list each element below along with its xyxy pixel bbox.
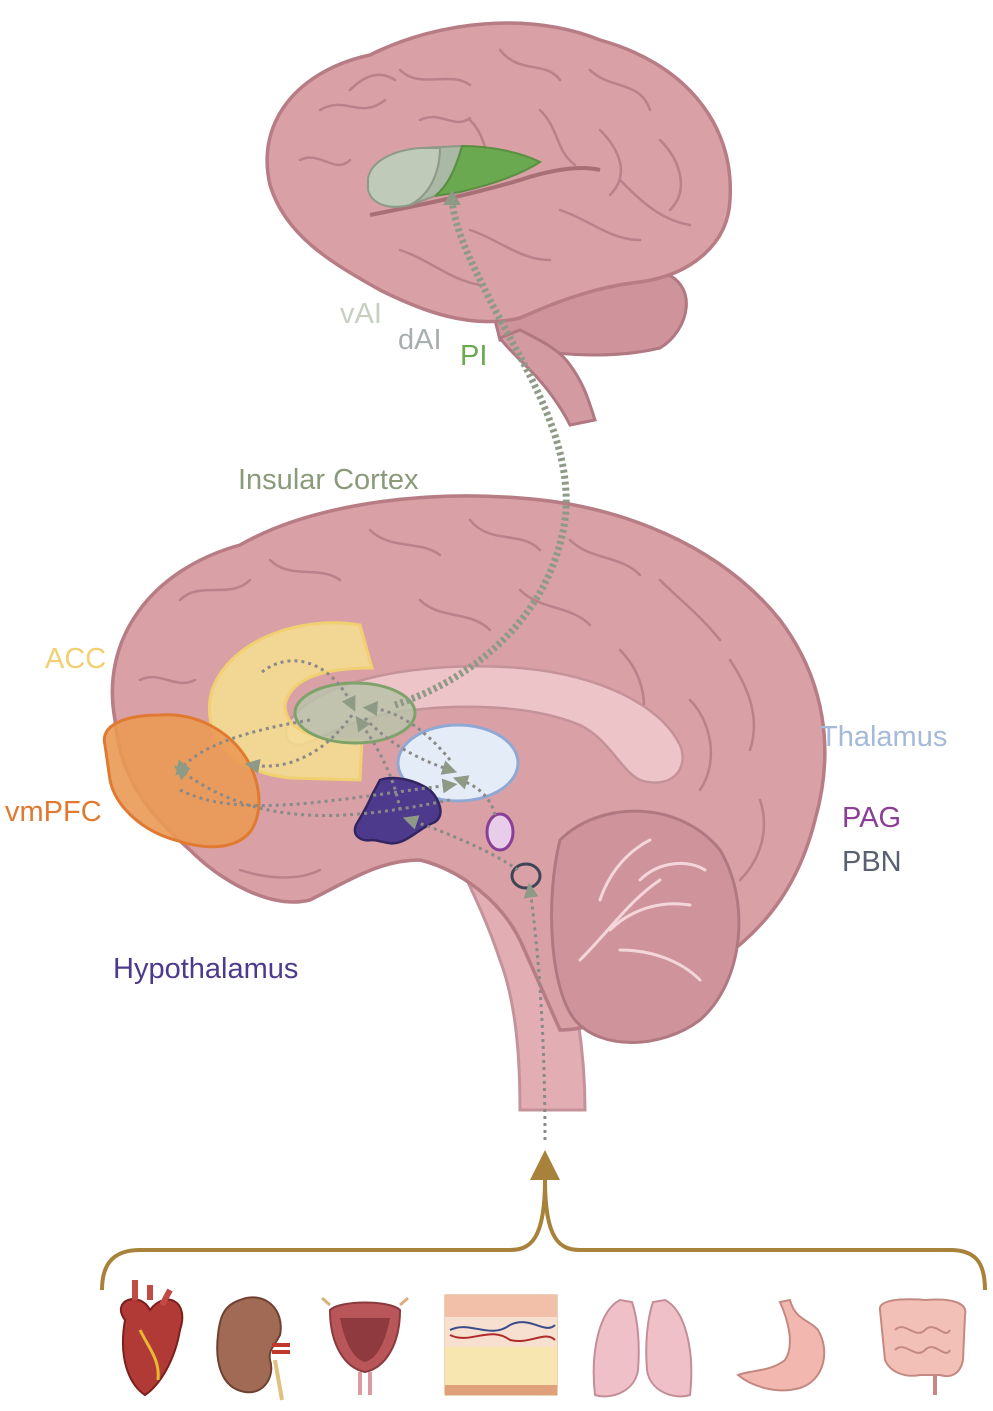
- sagittal-cerebellum: [550, 809, 741, 1044]
- label-thalamus: Thalamus: [820, 721, 948, 753]
- lateral-gyri: [298, 48, 692, 287]
- path-thalamus-to-insula: [362, 701, 452, 761]
- insula-pathway: [393, 199, 570, 709]
- lateral-brain: [265, 21, 732, 427]
- stomach-icon: [736, 1298, 826, 1392]
- label-hypothalamus: Hypothalamus: [113, 953, 299, 985]
- insula-pathway-arrowhead: [443, 190, 461, 205]
- kidney-icon: [216, 1296, 290, 1401]
- body-bracket: [100, 1150, 987, 1291]
- heart-icon: [119, 1280, 184, 1397]
- path-vmpfc-to-thalamus: [179, 778, 458, 807]
- sagittal-brain: [102, 494, 827, 1112]
- lateral-sulcus: [369, 166, 601, 217]
- vmpfc-region: [102, 713, 261, 849]
- label-insular-cortex: Insular Cortex: [238, 464, 419, 496]
- label-vmpfc: vmPFC: [5, 796, 102, 828]
- bracket-arrowhead: [530, 1150, 560, 1180]
- bladder-icon: [321, 1296, 409, 1395]
- label-pbn: PBN: [842, 846, 902, 878]
- thalamus-region: [396, 723, 520, 803]
- skin-icon: [444, 1294, 558, 1396]
- label-pi: PI: [460, 340, 488, 372]
- bracket-line: [100, 1179, 987, 1291]
- label-vai: vAI: [340, 298, 382, 330]
- label-pag: PAG: [842, 802, 902, 834]
- label-dai: dAI: [398, 324, 442, 356]
- path-acc-to-insula: [261, 659, 356, 712]
- arbor-vitae: [578, 838, 707, 982]
- pathways: [173, 190, 570, 1141]
- insular-cortex-region: [293, 681, 417, 745]
- pag-region: [485, 812, 515, 852]
- label-acc: ACC: [45, 643, 107, 675]
- path-hypothalamus-to-insula: [355, 715, 402, 811]
- lungs-icon: [592, 1298, 693, 1398]
- sagittal-gyri: [138, 518, 766, 882]
- insula-pi-region: [434, 144, 543, 197]
- intestines-icon: [878, 1298, 967, 1395]
